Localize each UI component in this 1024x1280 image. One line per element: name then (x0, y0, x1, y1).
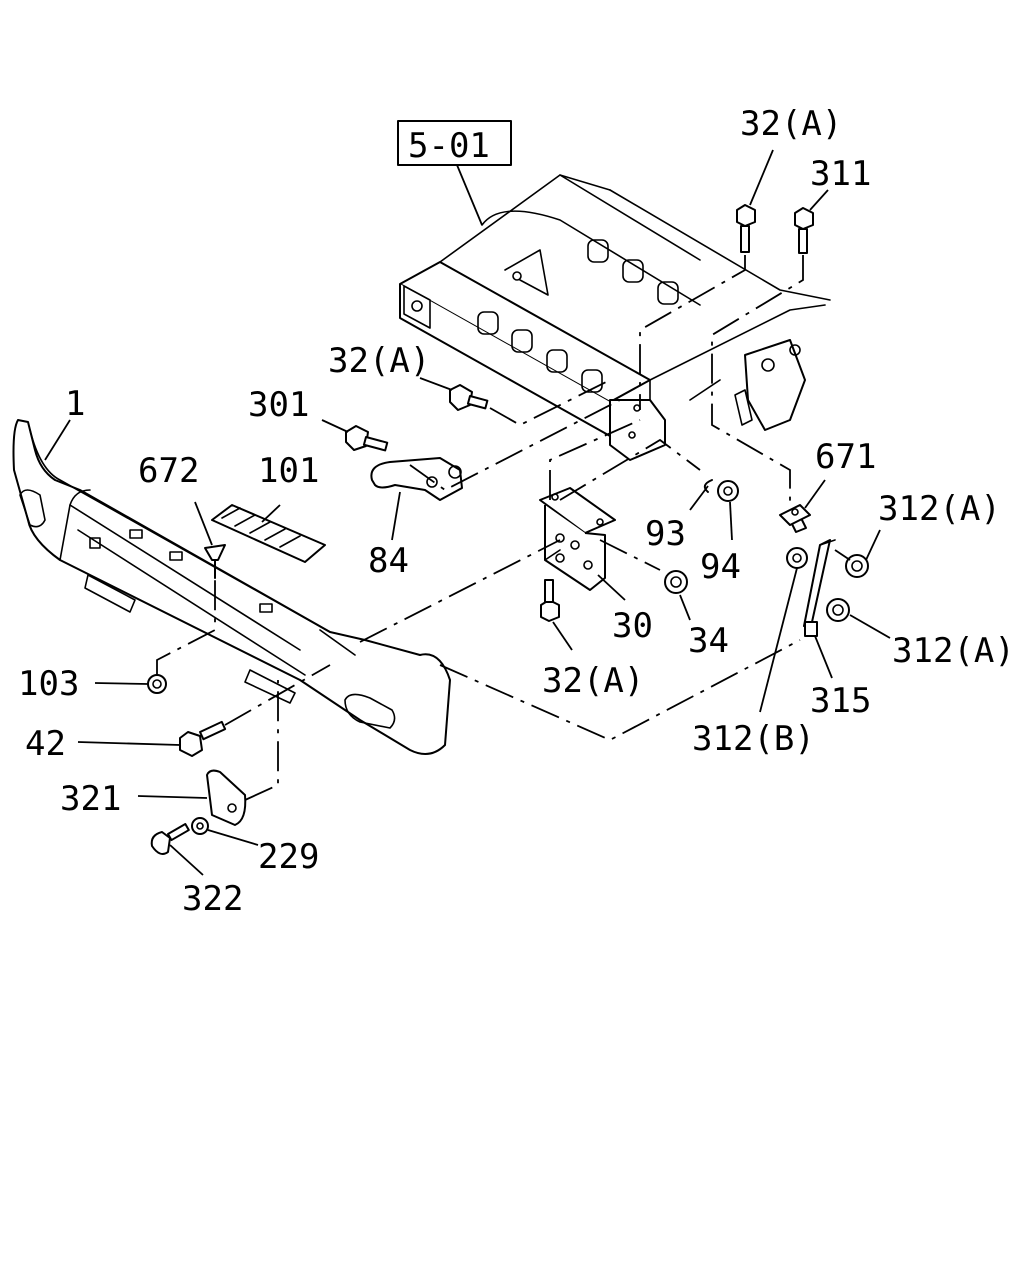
callout-301: 301 (248, 385, 309, 425)
callout-672: 672 (138, 451, 199, 491)
callout-315: 315 (810, 681, 871, 721)
callout-103: 103 (18, 664, 79, 704)
side-stay (779, 504, 836, 637)
callout-311: 311 (810, 154, 871, 194)
callout-312a-upper: 312(A) (878, 489, 1001, 529)
tow-hook (370, 457, 463, 501)
callout-322: 322 (182, 879, 243, 919)
callout-32a-top: 32(A) (740, 104, 842, 144)
callout-93: 93 (645, 514, 686, 554)
callout-312b: 312(B) (692, 719, 815, 759)
chassis-frame (399, 174, 831, 461)
callout-321: 321 (60, 779, 121, 819)
nut-icon (147, 480, 869, 694)
clip-icon (204, 544, 226, 579)
callout-94: 94 (700, 547, 741, 587)
callout-32a-low: 32(A) (542, 661, 644, 701)
callout-312a-lower: 312(A) (892, 631, 1015, 671)
reference-box-label: 5-01 (408, 126, 490, 166)
bolt-icon (150, 204, 814, 855)
assembly-lines (156, 255, 851, 801)
callout-34: 34 (688, 621, 729, 661)
callout-671: 671 (815, 437, 876, 477)
callout-42: 42 (25, 724, 66, 764)
grille-insert (211, 504, 326, 563)
bumper-bracket (539, 487, 616, 591)
callout-32a-mid: 32(A) (328, 341, 430, 381)
mounting-plate (206, 769, 247, 826)
reference-box: 5-01 (397, 120, 512, 226)
callout-84: 84 (368, 541, 409, 581)
callout-1: 1 (65, 384, 85, 424)
front-bumper (12, 419, 451, 755)
callout-101: 101 (258, 451, 319, 491)
washer-icon (191, 479, 713, 835)
callout-30: 30 (612, 606, 653, 646)
callout-labels: 32(A) 311 32(A) 301 1 672 101 84 671 312… (18, 104, 1015, 919)
callout-229: 229 (258, 837, 319, 877)
leader-lines (44, 149, 891, 876)
